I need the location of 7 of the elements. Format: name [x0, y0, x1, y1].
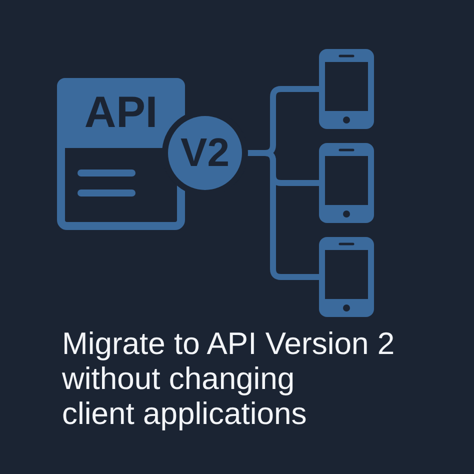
document-title: API — [84, 91, 158, 135]
version-circle — [168, 116, 242, 190]
smartphone-icon — [319, 237, 374, 317]
smartphone-icon — [319, 143, 374, 223]
smartphone-icon — [319, 49, 374, 129]
caption: Migrate to API Version 2 without changing client applications — [62, 326, 395, 431]
version-label: V2 — [180, 133, 230, 173]
